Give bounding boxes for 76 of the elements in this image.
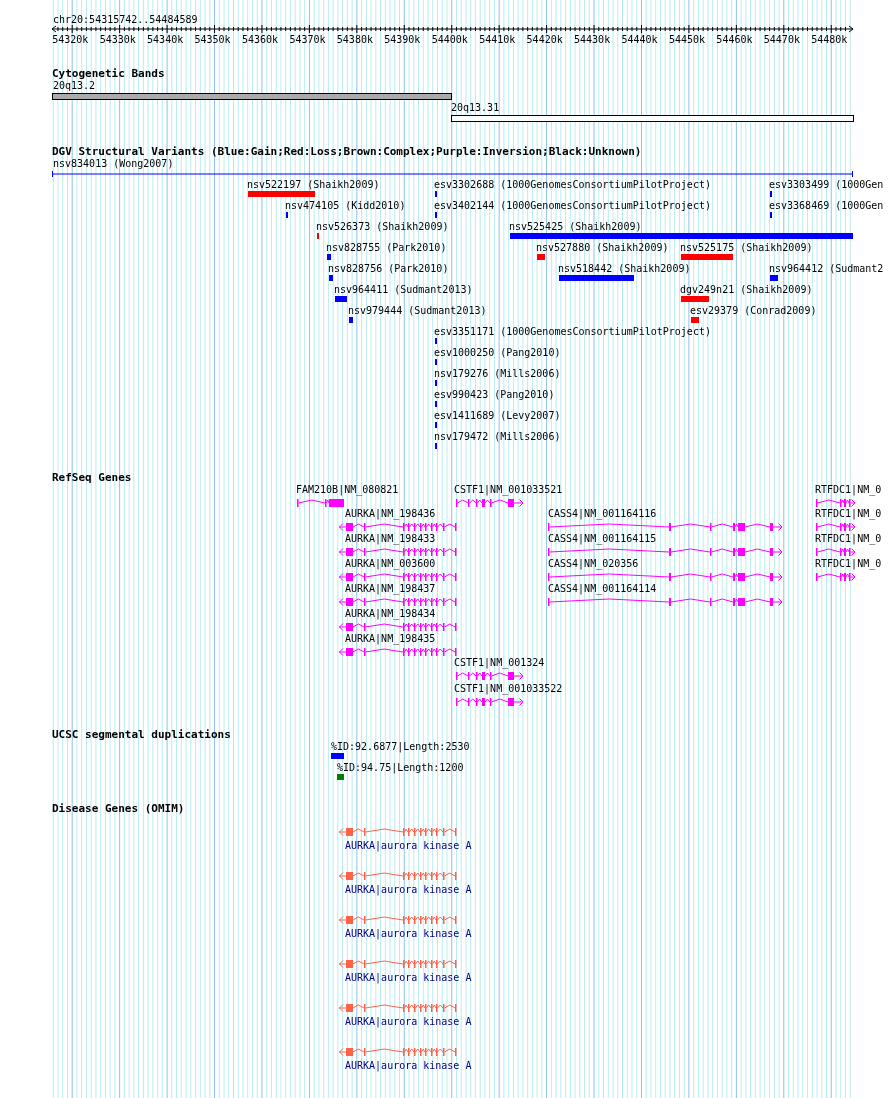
feature-label: CASS4|NM_001164116 [548,508,658,520]
feature-label: CASS4|NM_001164114 [548,583,658,595]
feature-label: esv1000250 (Pang2010) [434,347,561,359]
feature-label: CASS4|NM_001164115 [548,533,658,545]
feature-label: AURKA|aurora kinase A [344,1016,472,1028]
tick-label: 54410k [479,34,516,46]
feature-label: RTFDC1|NM_0 [815,533,882,545]
feature-label: AURKA|aurora kinase A [344,884,472,896]
feature-label: RTFDC1|NM_0 [815,558,882,570]
feature-label: %ID:94.75|Length:1200 [337,762,464,774]
tick-label: 54470k [763,34,800,46]
tick-label: 54330k [99,34,136,46]
tick-label: 54400k [431,34,468,46]
feature-label: nsv518442 (Shaikh2009) [558,263,691,275]
feature-label: AURKA|aurora kinase A [344,928,472,940]
tick-label: 54360k [241,34,279,46]
tick-label: 54420k [526,34,563,46]
feature-label: CASS4|NM_020356 [548,558,640,570]
feature-label: nsv525175 (Shaikh2009) [680,242,813,254]
feature-label: esv990423 (Pang2010) [434,389,555,401]
tick-label: 54450k [668,34,706,46]
feature-label: AURKA|aurora kinase A [344,840,472,852]
feature-label: 20q13.2 [52,80,97,92]
feature-label: CSTF1|NM_001033522 [454,683,563,695]
feature-label: dgv249n21 (Shaikh2009) [680,284,813,296]
feature-label: AURKA|NM_003600 [344,558,437,570]
feature-label: AURKA|NM_198437 [344,583,437,595]
feature-label: nsv527880 (Shaikh2009) [536,242,669,254]
tick-label: 54390k [384,34,421,46]
feature-label: AURKA|NM_198433 [344,533,437,545]
feature-label: esv3303499 (1000Gen [769,179,884,191]
coordinate-label: chr20:54315742..54484589 [53,14,198,26]
tick-label: 54380k [336,34,373,46]
feature-label: AURKA|NM_198435 [344,633,437,645]
feature-label: nsv525425 (Shaikh2009) [509,221,643,233]
feature-label: nsv522197 (Shaikh2009) [247,179,380,191]
feature-label: RTFDC1|NM_0 [815,484,882,496]
feature-label: nsv828756 (Park2010) [328,263,449,275]
feature-label: esv1411689 (Levy2007) [434,410,561,422]
feature-label: FAM210B|NM_080821 [296,484,399,496]
tick-label: 54370k [289,34,326,46]
feature-label: esv3368469 (1000Gen [769,200,884,212]
track-heading: Cytogenetic Bands [52,67,165,80]
feature-label: esv29379 (Conrad2009) [690,305,817,317]
feature-label: nsv834013 (Wong2007) [52,158,175,170]
feature-label: nsv964412 (Sudmant2 [769,263,884,275]
feature-label: 20q13.31 [451,102,501,114]
feature-label: RTFDC1|NM_0 [815,508,882,520]
tick-label: 54480k [811,34,848,46]
tick-label: 54350k [194,34,231,46]
feature-label: nsv474105 (Kidd2010) [285,200,406,212]
feature-label: nsv828755 (Park2010) [326,242,447,254]
feature-label: nsv979444 (Sudmant2013) [348,305,487,317]
tick-label: 54440k [621,34,658,46]
feature-label: esv3402144 (1000GenomesConsortiumPilotProject) [434,200,711,212]
track-heading: DGV Structural Variants (Blue:Gain;Red:Loss;Brown:Complex;Purple:Inversion;Black:Unknown) [52,145,642,158]
tick-label: 54460k [716,34,753,46]
track-heading: RefSeq Genes [52,471,132,484]
feature-label: esv3351171 (1000GenomesConsortiumPilotProject) [434,326,711,338]
feature-label: nsv179472 (Mills2006) [434,431,561,443]
tick-label: 54340k [147,34,184,46]
feature-label: nsv964411 (Sudmant2013) [334,284,473,296]
feature-label: nsv179276 (Mills2006) [434,368,561,380]
feature-label: CSTF1|NM_001033521 [454,484,563,496]
track-heading: Disease Genes (OMIM) [52,802,185,815]
feature-label: CSTF1|NM_001324 [454,657,545,669]
feature-label: AURKA|aurora kinase A [344,1060,472,1072]
feature-label: AURKA|NM_198436 [344,508,437,520]
feature-label: nsv526373 (Shaikh2009) [316,221,449,233]
tick-label: 54430k [574,34,611,46]
feature-label: AURKA|aurora kinase A [344,972,472,984]
feature-label: esv3302688 (1000GenomesConsortiumPilotProject) [434,179,711,191]
feature-label: AURKA|NM_198434 [344,608,437,620]
feature-label: %ID:92.6877|Length:2530 [331,741,470,753]
track-heading: UCSC segmental duplications [52,728,231,741]
tick-label: 54320k [52,34,89,46]
